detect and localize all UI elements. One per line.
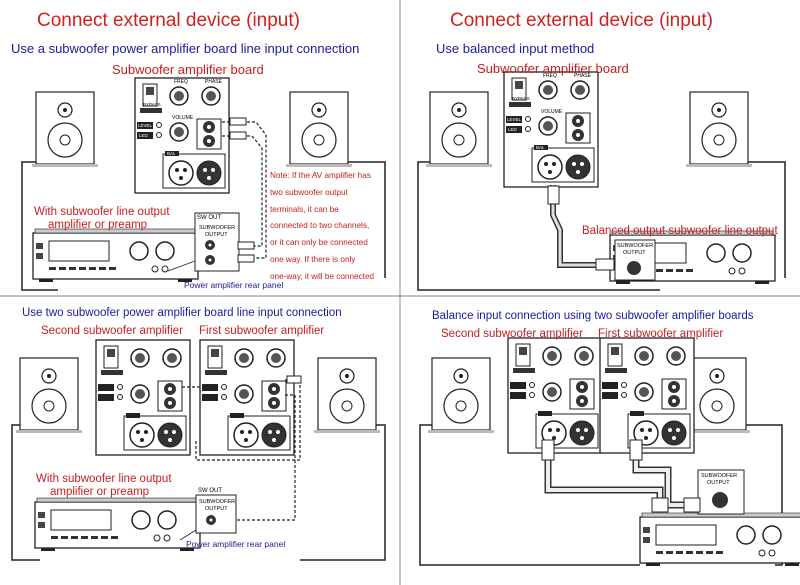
q4-first-label: First subwoofer amplifier xyxy=(598,328,724,340)
q3-source-label-2: amplifier or preamp xyxy=(50,486,150,498)
q4-left-speaker xyxy=(427,357,495,434)
q4-first-amp-board xyxy=(599,337,695,454)
q3-rear-panel-label: Power amplifier rear panel xyxy=(186,539,286,549)
q1-note-line-2: two subwoofer output xyxy=(270,188,348,197)
q3-second-amp-board xyxy=(95,339,191,456)
q4-second-amp-board xyxy=(507,337,603,454)
q2-bal-label: BAL xyxy=(536,145,545,150)
q1-led-label: LED xyxy=(139,133,148,138)
q1-note-line-6: one way. If there is only xyxy=(270,255,356,264)
q1-diagram xyxy=(21,77,386,291)
q2-amp-board xyxy=(503,71,599,188)
q4-sub-output-1: SUBWOOFER xyxy=(701,473,738,479)
q3-av-amplifier xyxy=(34,497,201,552)
q2-sub-output-1: SUBWOOFER xyxy=(617,243,654,249)
q1-sub-output-2: OUTPUT xyxy=(205,232,228,238)
q4-heading: Balance input connection using two subwo… xyxy=(432,310,754,322)
q1-level-label: LEVEL xyxy=(138,123,153,128)
q2-bypass-label: BYPASS xyxy=(512,96,530,101)
q1-right-speaker xyxy=(285,91,353,168)
q2-sub-output-2: OUTPUT xyxy=(623,250,646,256)
q1-board-label: Subwoofer amplifier board xyxy=(112,62,264,77)
q1-sub-output-1: SUBWOOFER xyxy=(199,225,236,231)
q1-rear-panel-label: Power amplifier rear panel xyxy=(184,280,284,290)
q1-bypass-label: BYPASS xyxy=(143,102,161,107)
q1-phase-label: PHASE xyxy=(205,79,222,85)
q2-heading: Use balanced input method xyxy=(436,41,595,56)
q3-first-label: First subwoofer amplifier xyxy=(199,325,325,337)
q3-sub-output-1: SUBWOOFER xyxy=(199,499,236,505)
q3-first-amp-board xyxy=(199,339,295,456)
q1-heading: Use a subwoofer power amplifier board li… xyxy=(11,41,360,56)
q2-phase-label: PHASE xyxy=(574,73,591,79)
title-top-left: Connect external device (input) xyxy=(37,10,300,31)
q1-sw-out: SW OUT xyxy=(197,215,221,221)
q2-led-label: LED xyxy=(508,127,517,132)
q3-sw-out: SW OUT xyxy=(198,488,222,494)
q1-freq-label: FREQ xyxy=(174,79,188,85)
q2-volume-label: VOLUME xyxy=(541,109,563,115)
q3-heading: Use two subwoofer power amplifier board … xyxy=(22,307,342,319)
q1-av-amplifier xyxy=(32,228,199,283)
q2-board-label: Subwoofer amplifier board xyxy=(477,61,629,76)
q3-right-speaker xyxy=(313,357,381,434)
q1-volume-label: VOLUME xyxy=(172,115,194,121)
q1-note-line-5: or it can only be connected xyxy=(270,238,368,247)
q1-bal-label: BAL xyxy=(167,151,176,156)
q3-sub-output-2: OUTPUT xyxy=(205,506,228,512)
q1-note-line-4: connected to two channels, xyxy=(270,221,370,230)
q4-second-label: Second subwoofer amplifier xyxy=(441,328,583,340)
q3-left-speaker xyxy=(15,357,83,434)
q2-freq-label: FREQ xyxy=(543,73,557,79)
q2-left-speaker xyxy=(425,91,493,168)
title-top-right: Connect external device (input) xyxy=(450,10,713,31)
q4-sub-output-2: OUTPUT xyxy=(707,480,730,486)
q3-source-label-1: With subwoofer line output xyxy=(36,473,172,485)
q1-note-line-7: one-way, it will be connected xyxy=(270,272,375,281)
q2-balanced-label: Balanced output subwoofer line output xyxy=(582,225,778,237)
q2-diagram xyxy=(417,71,786,291)
q1-left-speaker xyxy=(31,91,99,168)
q1-note-line-3: terminals, it can be xyxy=(270,205,339,214)
q1-note-line-1: Note: If the AV amplifier has xyxy=(270,171,371,180)
q3-second-label: Second subwoofer amplifier xyxy=(41,325,183,337)
q2-right-speaker xyxy=(685,91,753,168)
q2-level-label: LEVEL xyxy=(507,117,522,122)
q4-diagram xyxy=(419,337,800,567)
q3-diagram xyxy=(11,339,386,561)
q4-av-amplifier xyxy=(639,512,800,567)
q1-amp-board xyxy=(134,77,230,194)
q1-source-label-1: With subwoofer line output xyxy=(34,206,170,218)
q1-source-label-2: amplifier or preamp xyxy=(48,219,148,231)
